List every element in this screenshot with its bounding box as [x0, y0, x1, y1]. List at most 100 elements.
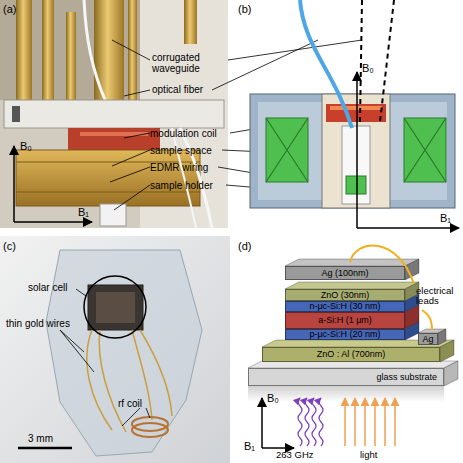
- panel-label: (a): [3, 3, 33, 15]
- part-label: solar cell: [28, 282, 88, 293]
- panel-label: (b): [238, 3, 268, 15]
- zno-layer: ZnO (30nm): [285, 289, 405, 301]
- tco-layer: ZnO : Al (700nm): [262, 347, 440, 362]
- probe-schematic: [346, 176, 366, 194]
- field-symbol: B₀: [362, 62, 386, 74]
- field-axes: [262, 398, 294, 448]
- field-axes: [261, 398, 263, 448]
- part-label: electrical leads: [416, 286, 463, 307]
- probe-photo: [184, 0, 197, 44]
- field-symbol: B₁: [244, 440, 262, 452]
- probe-photo: [42, 0, 54, 104]
- layer-faces: [248, 259, 458, 402]
- part-label: thin gold wires: [6, 318, 96, 329]
- microwave-waves: [298, 398, 302, 446]
- probe-photo: [84, 0, 106, 102]
- leader-line: [228, 40, 362, 60]
- panel-label: (d): [238, 240, 268, 252]
- probe-schematic: [380, 0, 394, 122]
- layer-name: p-μc-Si:H (20 nm): [309, 330, 380, 339]
- microwave-waves: [298, 398, 323, 446]
- field-symbol: B₀: [20, 140, 44, 152]
- layer-faces: [248, 361, 458, 368]
- probe-photo: [4, 100, 224, 128]
- probe-photo: [12, 106, 20, 122]
- glass-substrate: glass substrate: [248, 368, 444, 386]
- probe-schematic: [250, 0, 455, 208]
- layer-name: Ag: [422, 335, 433, 344]
- layer-name: Ag (100nm): [321, 269, 368, 278]
- light-arrows: [345, 398, 395, 446]
- probe-schematic: [266, 118, 308, 182]
- field-axes: [14, 221, 92, 223]
- silver-contact: Ag: [418, 333, 438, 345]
- leader-line: [124, 133, 150, 138]
- holder-photo: [84, 276, 146, 338]
- holder-photo: [96, 292, 135, 323]
- n-layer: n-μc-Si:H (30 nm): [285, 301, 405, 312]
- field-symbol: B₀: [267, 392, 289, 404]
- field-axes: [262, 447, 294, 449]
- holder-photo: [99, 330, 126, 432]
- scale-bar: [18, 447, 72, 450]
- microwave-waves: [319, 398, 323, 446]
- light-arrows: [394, 398, 396, 446]
- microwave-waves: [305, 398, 309, 446]
- part-label: modulation coil: [150, 128, 234, 139]
- layer-name: glass substrate: [376, 373, 437, 382]
- leader-line: [122, 408, 140, 426]
- frequency-label: 263 GHz: [276, 450, 338, 460]
- leader-line: [114, 185, 150, 210]
- leader-line: [112, 40, 150, 60]
- source-label: light: [360, 450, 400, 460]
- probe-photo: [16, 192, 200, 193]
- light-arrows: [344, 398, 346, 446]
- part-label: sample holder: [150, 180, 234, 191]
- probe-schematic: [404, 118, 446, 182]
- holder-photo: [88, 285, 143, 330]
- layer-name: ZnO (30nm): [321, 291, 370, 300]
- layer-faces: [444, 361, 458, 386]
- leader-line: [212, 40, 318, 90]
- absorber-layer: a-Si:H (1 μm): [285, 312, 405, 329]
- probe-schematic: [342, 126, 370, 204]
- probe-photo: [66, 12, 76, 104]
- layer-name: n-μc-Si:H (30 nm): [309, 302, 380, 311]
- probe-schematic: [322, 94, 390, 208]
- probe-photo: [16, 150, 200, 206]
- probe-schematic: [266, 118, 308, 182]
- probe-photo: [0, 0, 228, 228]
- leader-line: [110, 167, 150, 182]
- electrical-lead: [422, 310, 432, 330]
- leader-line: [60, 330, 84, 352]
- part-label: rf coil: [118, 398, 158, 409]
- leader-line: [146, 408, 150, 418]
- part-label: optical fiber: [152, 84, 232, 95]
- field-axes: [357, 227, 459, 229]
- field-symbol: B₁: [440, 212, 462, 224]
- probe-photo: [94, 0, 124, 104]
- probe-photo: [100, 204, 126, 226]
- layer-faces: [285, 282, 419, 289]
- holder-photo: [140, 330, 172, 416]
- part-label: corrugated waveguide: [152, 52, 224, 74]
- field-axes: [357, 72, 459, 228]
- layer-name: ZnO : Al (700nm): [317, 350, 386, 359]
- layer-faces: [405, 322, 419, 340]
- probe-schematic: [330, 106, 382, 110]
- layer-faces: [438, 329, 446, 345]
- probe-schematic: [300, 0, 352, 128]
- probe-photo: [0, 0, 228, 228]
- field-symbol: B₁: [78, 206, 102, 218]
- layer-name: a-Si:H (1 μm): [318, 316, 372, 325]
- panel-label: (c): [3, 240, 33, 252]
- holder-photo: [46, 250, 202, 456]
- leader-line: [112, 150, 150, 166]
- probe-schematic: [326, 104, 386, 122]
- probe-schematic: [250, 94, 455, 208]
- leader-line: [124, 90, 150, 96]
- scale-label: 3 mm: [28, 433, 72, 444]
